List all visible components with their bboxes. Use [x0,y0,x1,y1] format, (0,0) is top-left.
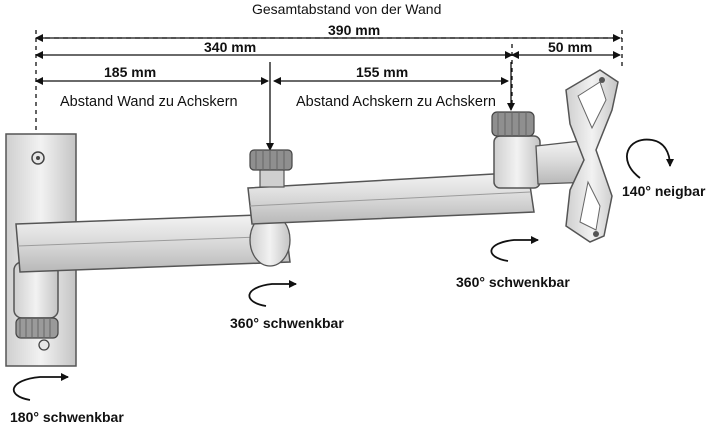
segment-label-wall-to-axis: Abstand Wand zu Achskern [60,94,238,110]
middle-joint-knob [249,149,293,188]
rotation-label-middle-joint: 360° schwenkbar [230,315,344,331]
diagram-title: Gesamtabstand von der Wand [252,1,442,17]
dimension-second-segment-label: 155 mm [356,64,409,80]
wall-rotation-arrow-icon [12,373,69,401]
rotation-label-tilt: 140° neigbar [622,183,706,199]
head-joint [491,111,595,189]
middle-joint-rotation-arrow-icon [248,280,297,307]
screw-hole-icon [38,339,50,351]
dimension-total-label: 390 mm [328,22,381,38]
dimension-first-segment-label: 185 mm [104,64,157,80]
head-joint-rotation-arrow-icon [490,236,539,262]
tilt-arrow-icon [626,138,674,179]
rotation-label-wall: 180° schwenkbar [10,409,124,425]
wall-pivot [13,261,59,339]
vesa-plate [565,69,619,243]
first-arm [15,213,291,273]
second-arm [247,171,535,225]
rotation-arrows [12,138,674,401]
dimension-head-label: 50 mm [548,39,593,55]
rotation-label-head-joint: 360° schwenkbar [456,274,570,290]
screw-hole-icon [593,231,599,237]
dimension-lines [35,30,623,151]
dimension-arm-label: 340 mm [204,39,257,55]
screw-hole-icon [599,77,605,83]
segment-label-axis-to-axis: Abstand Achskern zu Achskern [296,94,496,110]
